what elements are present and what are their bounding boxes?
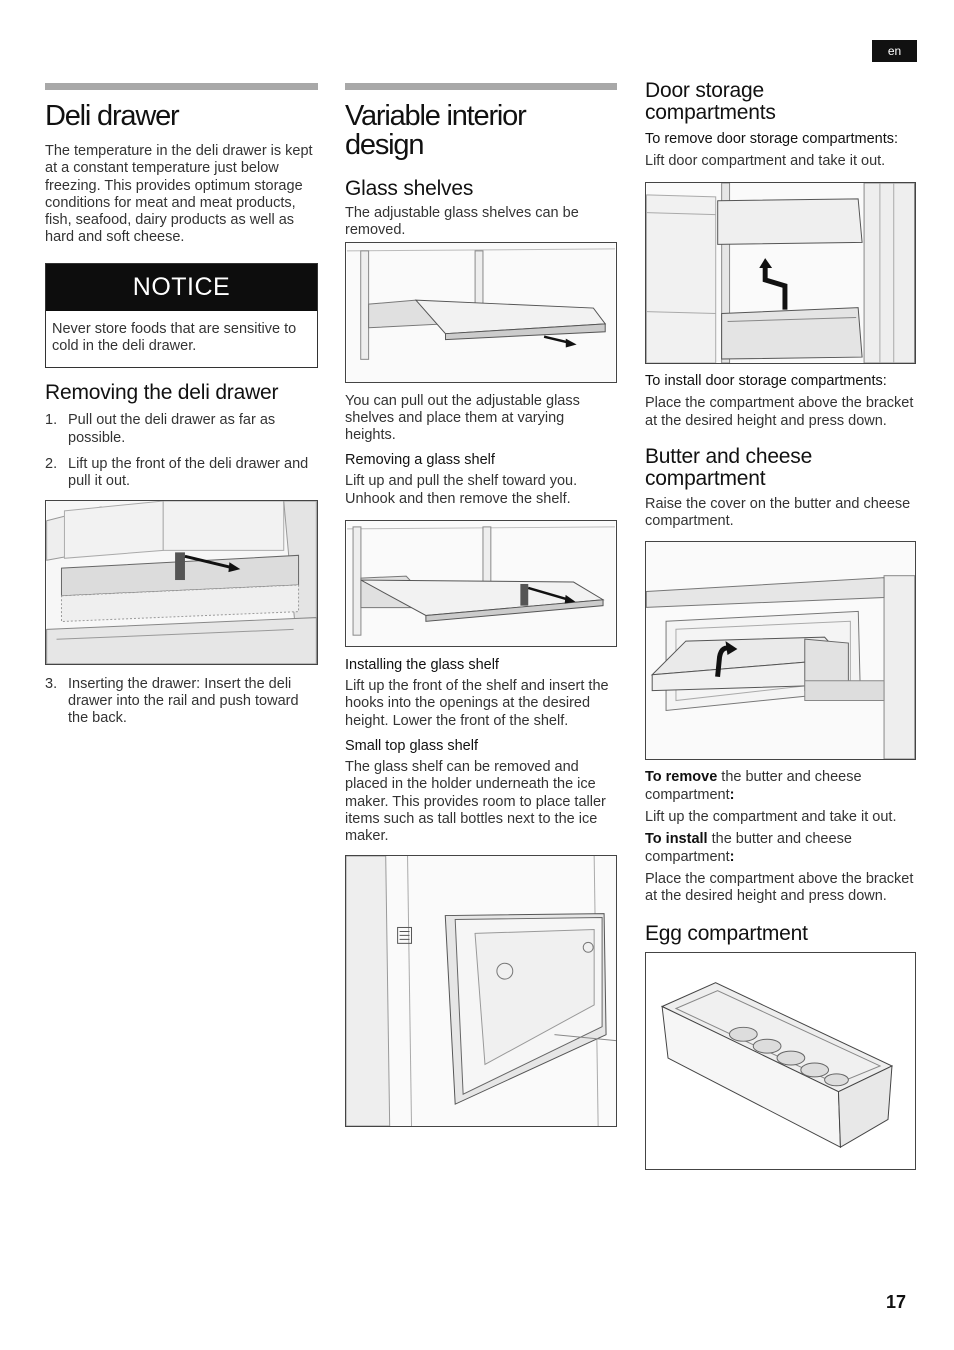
install-door-heading: To install door storage compartments: bbox=[645, 373, 887, 390]
deli-drawer-illustration bbox=[45, 499, 318, 665]
deli-steps-list: 1.Pull out the deli drawer as far as pos… bbox=[45, 412, 318, 490]
deli-step: 2.Lift up the front of the deli drawer a… bbox=[45, 455, 309, 490]
door-compartment-illustration bbox=[645, 182, 916, 365]
language-tag: en bbox=[872, 40, 917, 62]
remove-door-heading: To remove door storage compartments: bbox=[645, 131, 899, 147]
butter-cheese-illustration bbox=[645, 541, 916, 761]
glass-intro: The adjustable glass shelves can be remo… bbox=[345, 205, 579, 239]
glass-shelves-heading: Glass shelves bbox=[345, 177, 474, 200]
remove-door-text: Lift door compartment and take it out. bbox=[645, 153, 886, 169]
notice-box: NOTICE Never store foods that are sensit… bbox=[45, 262, 318, 369]
butter-remove-text: Lift up the compartment and take it out. bbox=[645, 809, 897, 826]
small-top-shelf-illustration bbox=[345, 855, 617, 1128]
removing-deli-heading: Removing the deli drawer bbox=[45, 381, 279, 405]
butter-intro: Raise the cover on the butter and cheese… bbox=[645, 495, 911, 530]
small-top-shelf-heading: Small top glass shelf bbox=[345, 737, 478, 754]
egg-compartment-heading: Egg compartment bbox=[645, 921, 808, 945]
butter-install-label: To install the butter and cheese compart… bbox=[645, 831, 852, 865]
notice-label: NOTICE bbox=[46, 263, 317, 311]
glass-shelf-remove-illustration bbox=[345, 520, 617, 648]
removing-glass-text: Lift up and pull the shelf toward you. U… bbox=[345, 473, 578, 507]
page-number: 17 bbox=[885, 1292, 906, 1312]
section-rule bbox=[45, 83, 318, 90]
deli-step: 1.Pull out the deli drawer as far as pos… bbox=[45, 412, 276, 446]
butter-remove-label: To remove the butter and cheese compartm… bbox=[645, 769, 862, 803]
install-door-text: Place the compartment above the bracket … bbox=[645, 395, 914, 429]
removing-glass-heading: Removing a glass shelf bbox=[345, 452, 495, 469]
section-rule bbox=[345, 83, 617, 90]
installing-glass-text: Lift up the front of the shelf and inser… bbox=[345, 678, 609, 729]
installing-glass-heading: Installing the glass shelf bbox=[345, 657, 499, 674]
small-top-shelf-text: The glass shelf can be removed and place… bbox=[345, 758, 606, 845]
deli-drawer-title: Deli drawer bbox=[45, 100, 180, 132]
deli-intro: The temperature in the deli drawer is ke… bbox=[45, 143, 313, 246]
butter-install-text: Place the compartment above the bracket … bbox=[645, 870, 914, 905]
glass-shelf-pull-illustration bbox=[345, 241, 617, 383]
egg-compartment-illustration bbox=[645, 951, 916, 1170]
glass-pull-text: You can pull out the adjustable glass sh… bbox=[345, 392, 580, 444]
deli-steps-list-continued: 3.Inserting the drawer: Insert the deli … bbox=[45, 676, 318, 728]
deli-step: 3.Inserting the drawer: Insert the deli … bbox=[45, 675, 299, 727]
notice-text: Never store foods that are sensitive to … bbox=[52, 320, 297, 355]
deli-drawer-column: Deli drawer The temperature in the deli … bbox=[45, 83, 318, 736]
